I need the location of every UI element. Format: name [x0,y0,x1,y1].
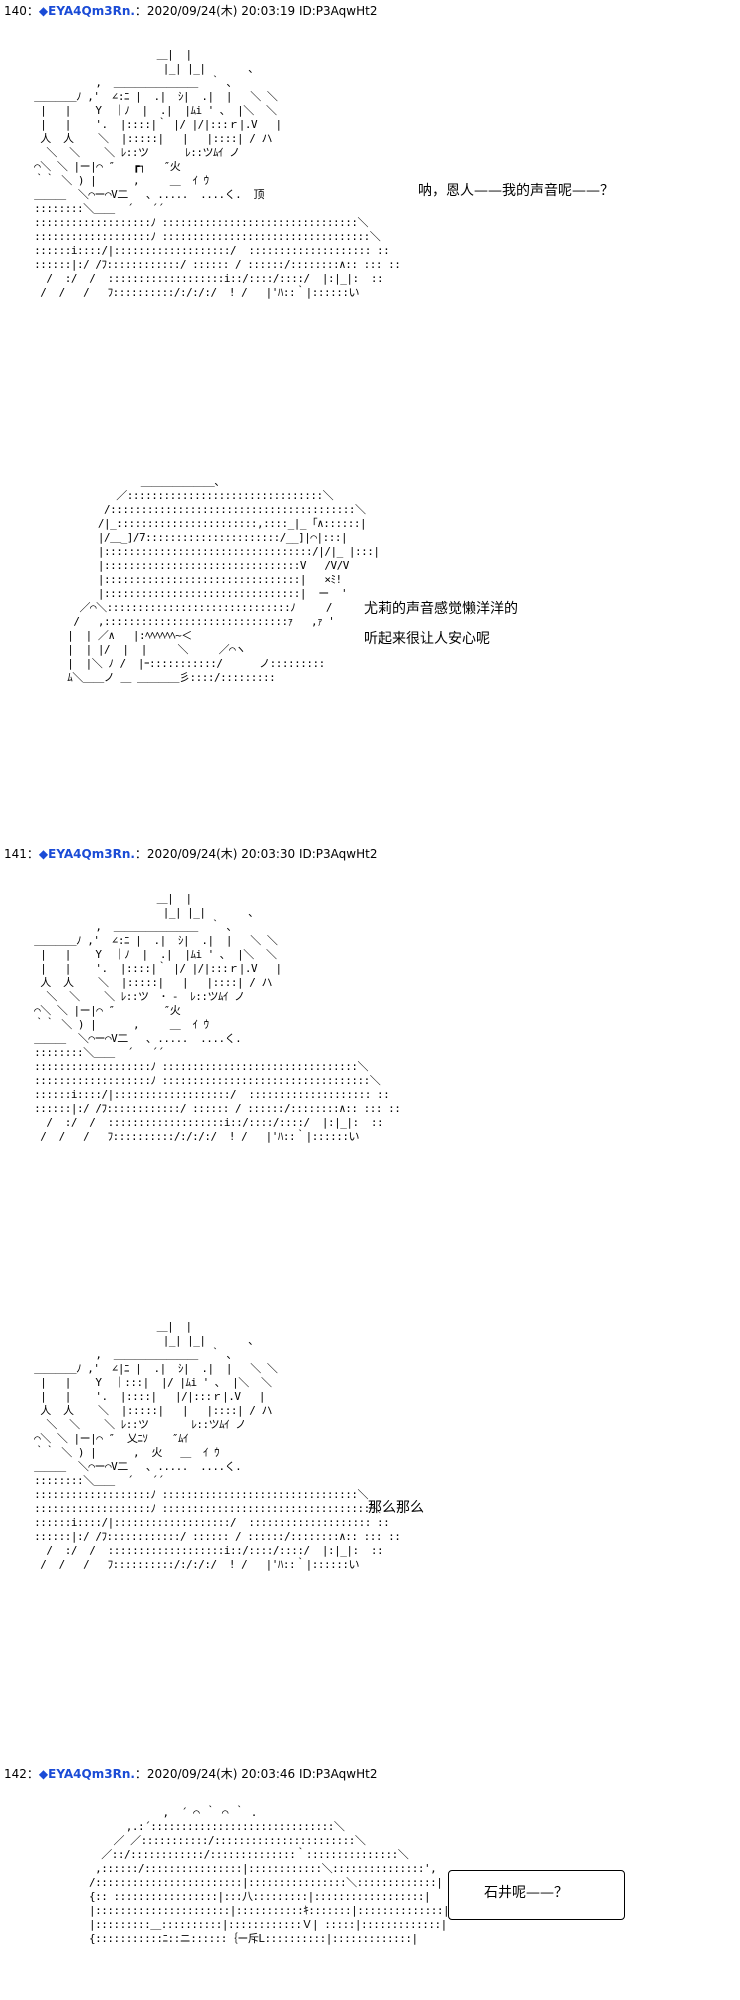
post-separator: ： [26,4,39,18]
post-header-142: 142：◆EYA4Qm3Rn.：2020/09/24(木) 20:03:46 I… [4,1765,377,1782]
post-meta: ：2020/09/24(木) 20:03:30 ID:P3AqwHt2 [134,847,378,861]
post-meta: ：2020/09/24(木) 20:03:46 ID:P3AqwHt2 [134,1767,378,1781]
poster-name-link[interactable]: ◆EYA4Qm3Rn. [38,4,135,18]
post-number: 141 [4,847,27,861]
dialogue-line: 石井呢——？ [484,1885,568,1901]
post-header-141: 141：◆EYA4Qm3Rn.：2020/09/24(木) 20:03:30 I… [4,845,377,862]
dialogue-line: 那么那么 [368,1500,424,1516]
post-separator: ： [26,1767,39,1781]
post-meta: ：2020/09/24(木) 20:03:19 ID:P3AqwHt2 [134,4,378,18]
ascii-art-ishii: , ´ ⌒ ｀ ⌒ ｀ . ,.:´::::::::::::::::::::::… [88,1806,450,1945]
post-number: 140 [4,4,27,18]
speech-bubble [448,1870,625,1920]
post-number: 142 [4,1767,27,1781]
post-header-140: 140：◆EYA4Qm3Rn.：2020/09/24(木) 20:03:19 I… [4,2,377,19]
dialogue-line: 听起来很让人安心呢 [364,631,490,647]
poster-name-link[interactable]: ◆EYA4Qm3Rn. [38,847,135,861]
ascii-art-yuri-4: ＿| | |_| |_| ､ , ＿＿＿＿＿＿＿＿ ｀ ､ ＿＿＿＿ﾉ ,' ∠… [34,1320,401,1571]
dialogue-line: 呐，恩人——我的声音呢——？ [418,183,614,199]
ascii-art-yuri-2: ＿＿＿＿＿＿＿、 ／::::::::::::::::::::::::::::::… [67,475,380,684]
ascii-art-yuri-1: ＿| | |_| |_| ､ , ＿＿＿＿＿＿＿＿ ｀ ､ ＿＿＿＿ﾉ ,' ∠… [34,48,401,299]
ascii-art-yuri-3: ＿| | |_| |_| ､ , ＿＿＿＿＿＿＿＿ ｀ ､ ＿＿＿＿ﾉ ,' ∠… [34,892,401,1143]
poster-name-link[interactable]: ◆EYA4Qm3Rn. [38,1767,135,1781]
dialogue-line: 尤莉的声音感觉懒洋洋的 [364,601,518,617]
post-separator: ： [26,847,39,861]
